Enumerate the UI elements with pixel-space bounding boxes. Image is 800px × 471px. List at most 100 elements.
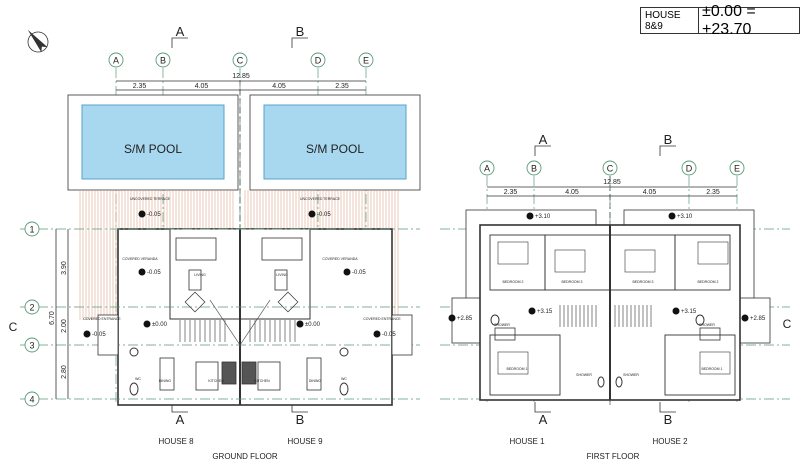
grid-bubble bbox=[602, 160, 618, 176]
room-label: LIVING bbox=[276, 273, 288, 277]
sofa-icon bbox=[175, 237, 217, 261]
column-dimension: 2.35 bbox=[133, 83, 147, 90]
section-mark bbox=[171, 37, 188, 48]
level-label: +2.85 bbox=[750, 316, 766, 322]
grid-bubble bbox=[358, 52, 374, 68]
section-label: A bbox=[176, 24, 185, 39]
level-label: +3.10 bbox=[677, 214, 693, 220]
toilet-icon bbox=[695, 314, 705, 326]
floor-title: FIRST FLOOR bbox=[587, 452, 640, 461]
house-label: HOUSE 8 bbox=[158, 437, 194, 446]
room-label: COVERED VERANDA bbox=[122, 257, 158, 261]
section-mark bbox=[659, 402, 676, 413]
level-label: -0.05 bbox=[92, 332, 106, 338]
room-label: SHOWER bbox=[494, 323, 510, 327]
sink-icon bbox=[241, 361, 257, 385]
coffee-table-icon bbox=[274, 269, 288, 291]
grid-row-label: 2 bbox=[29, 303, 34, 313]
kitchen-counter-icon bbox=[257, 361, 281, 391]
room-label: COVERED ENTRANCE bbox=[83, 317, 121, 321]
row-dimension: 2.00 bbox=[61, 319, 68, 333]
title-block: HOUSE 8&9 ±0.00 = +23.70 bbox=[640, 3, 800, 38]
room-label: BEDROOM 2 bbox=[502, 280, 523, 284]
room-label: KITCHEN bbox=[254, 379, 270, 383]
shower-tray-icon bbox=[494, 327, 516, 341]
floor-title: GROUND FLOOR bbox=[212, 452, 278, 461]
room-label: SHOWER bbox=[699, 323, 715, 327]
bed-icon bbox=[697, 241, 729, 265]
armchair-icon bbox=[277, 291, 299, 313]
room-label: WC bbox=[341, 377, 347, 381]
overall-depth-dimension: 6.70 bbox=[49, 311, 56, 325]
grid-row-bubble bbox=[24, 221, 40, 237]
dining-table-icon bbox=[159, 357, 175, 391]
room-label: DINING bbox=[159, 379, 172, 383]
room-label: UNCOVERED TERRACE bbox=[300, 197, 341, 201]
level-label: -0.05 bbox=[352, 270, 366, 276]
level-marker-icon bbox=[668, 212, 676, 220]
section-label: B bbox=[296, 412, 305, 427]
house-label: HOUSE 2 bbox=[652, 437, 688, 446]
level-label: +2.85 bbox=[457, 316, 473, 322]
level-label: -0.05 bbox=[147, 270, 161, 276]
room-label: COVERED VERANDA bbox=[322, 257, 358, 261]
room-label: UNCOVERED TERRACE bbox=[130, 197, 171, 201]
pool bbox=[263, 104, 407, 180]
section-mark bbox=[534, 145, 551, 156]
room-label: BEDROOM 2 bbox=[697, 280, 718, 284]
room-label: BEDROOM 1 bbox=[701, 367, 722, 371]
grid-bubble bbox=[310, 52, 326, 68]
toilet-icon bbox=[615, 376, 623, 388]
room-label: KITCHEN bbox=[208, 379, 224, 383]
grid-bubble bbox=[681, 160, 697, 176]
grid-label: B bbox=[160, 56, 166, 66]
grid-row-label: 3 bbox=[29, 341, 34, 351]
level-label: +3.10 bbox=[535, 214, 551, 220]
section-mark bbox=[534, 402, 551, 413]
row-dimension: 2.80 bbox=[61, 365, 68, 379]
room-label: WC bbox=[135, 377, 141, 381]
grid-bubble bbox=[232, 52, 248, 68]
section-label: A bbox=[539, 412, 548, 427]
level-marker-icon bbox=[448, 314, 456, 322]
house-label: HOUSE 1 bbox=[509, 437, 545, 446]
bed-icon bbox=[554, 249, 586, 273]
sink-icon bbox=[221, 361, 237, 385]
balcony-left bbox=[451, 297, 483, 344]
grid-label: E bbox=[363, 56, 369, 66]
column-dimension: 2.35 bbox=[504, 189, 518, 196]
grid-bubble bbox=[108, 52, 124, 68]
pool-label: S/M POOL bbox=[124, 142, 182, 156]
grid-label: C bbox=[237, 56, 244, 66]
covered-entrance-left bbox=[97, 314, 119, 356]
level-marker-icon bbox=[741, 314, 749, 322]
grid-label: A bbox=[484, 164, 490, 174]
level-marker-icon bbox=[138, 210, 146, 218]
house-label: HOUSE 9 bbox=[287, 437, 323, 446]
grid-label: D bbox=[315, 56, 322, 66]
toilet-icon bbox=[339, 382, 349, 396]
level-marker-icon bbox=[296, 320, 304, 328]
column-dimension: 4.05 bbox=[272, 83, 286, 90]
level-marker-icon bbox=[138, 268, 146, 276]
level-marker-icon bbox=[528, 307, 536, 315]
bed-icon bbox=[624, 249, 656, 273]
project-name: HOUSE 8&9 bbox=[641, 8, 700, 33]
toilet-icon bbox=[490, 314, 500, 326]
room-label: BEDROOM 1 bbox=[506, 367, 527, 371]
level-marker-icon bbox=[672, 307, 680, 315]
section-mark bbox=[659, 145, 676, 156]
grid-label: B bbox=[531, 164, 537, 174]
room-wall bbox=[674, 234, 731, 291]
room-label: LIVING bbox=[194, 273, 206, 277]
grid-label: C bbox=[607, 164, 614, 174]
section-cut-label: C bbox=[783, 317, 792, 331]
section-cut-label: C bbox=[9, 320, 18, 334]
room-label: BEDROOM 3 bbox=[632, 280, 653, 284]
room-label: SHOWER bbox=[576, 373, 592, 377]
dining-table-icon bbox=[306, 357, 322, 391]
column-dimension: 2.35 bbox=[706, 189, 720, 196]
grid-label: A bbox=[113, 56, 119, 66]
section-mark bbox=[291, 37, 308, 48]
